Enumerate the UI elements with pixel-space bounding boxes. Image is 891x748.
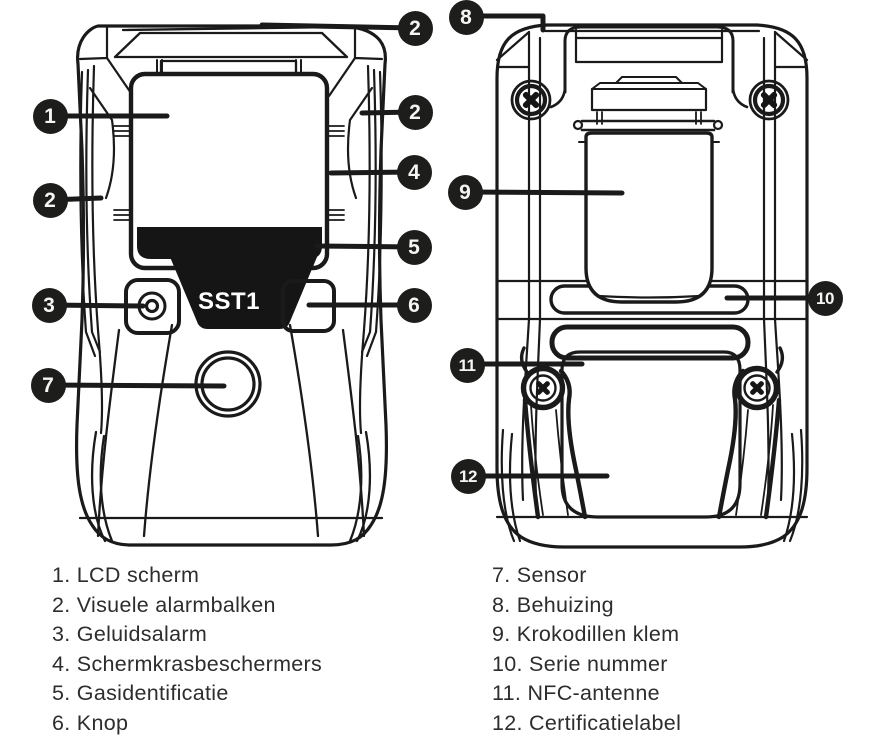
device-model-label: SST1 <box>198 288 260 315</box>
screen-top-tabs <box>156 59 302 73</box>
legend-item-5: 5. Gasidentificatie <box>52 681 229 706</box>
legend-item-10: 10. Serie nummer <box>492 651 668 676</box>
nfc-antenna-area <box>549 324 751 361</box>
front-device-drawing: SST1 <box>75 24 388 547</box>
legend-item-8: 8. Behuizing <box>492 592 614 617</box>
back-device-drawing <box>495 23 809 549</box>
phillips-screw-icon <box>734 365 780 411</box>
callout-6-badge: 6 <box>396 287 432 323</box>
callout-5-badge: 5 <box>396 229 432 265</box>
legend-item-7: 7. Sensor <box>492 563 587 587</box>
phillips-screw-icon <box>748 79 790 121</box>
callout-2-left-badge: 2 <box>32 182 68 218</box>
side-alarm-bar-right <box>346 64 383 435</box>
line-art: SST1 <box>45 13 828 549</box>
side-alarm-bar-left <box>79 64 116 435</box>
legend-column-right: 7. Sensor 8. Behuizing 9. Krokodillen kl… <box>492 561 681 739</box>
crocodile-clip-icon <box>549 25 749 304</box>
front-lower-creases <box>78 323 384 543</box>
back-shell-contours <box>495 29 809 543</box>
leader-8 <box>463 13 546 33</box>
callout-2-top-badge: 2 <box>397 10 433 46</box>
gas-identification-band <box>137 227 322 329</box>
legend-item-2: 2. Visuele alarmbalken <box>52 592 276 617</box>
callout-11-badge: 11 <box>449 347 485 383</box>
legend-item-9: 9. Krokodillen klem <box>492 622 680 647</box>
callout-9-badge: 9 <box>447 174 483 210</box>
callout-8-badge: 8 <box>448 0 484 35</box>
leader-2-top <box>259 22 418 31</box>
callout-4-badge: 4 <box>396 154 432 190</box>
legend-item-4: 4. Schermkrasbeschermers <box>52 651 323 676</box>
callout-3-badge: 3 <box>31 287 67 323</box>
callout-7-badge: 7 <box>30 367 66 403</box>
legend-item-12: 12. Certificatielabel <box>492 710 682 735</box>
callout-10-badge: 10 <box>807 280 843 316</box>
leader-9 <box>462 189 625 196</box>
legend-column-left: 1. LCD scherm 2. Visuele alarmbalken 3. … <box>52 561 322 739</box>
corner-facets <box>78 25 384 98</box>
callout-12-badge: 12 <box>450 458 486 494</box>
callout-1-badge: 1 <box>32 98 68 134</box>
legend-item-3: 3. Geluidsalarm <box>52 622 208 647</box>
leader-7 <box>45 382 227 389</box>
screw-boss-left <box>519 346 588 520</box>
legend-item-6: 6. Knop <box>52 710 129 735</box>
callout-2-right-badge: 2 <box>397 94 433 130</box>
phillips-screw-icon <box>510 79 552 121</box>
phillips-screw-icon <box>520 365 566 411</box>
legend-item-1: 1. LCD scherm <box>52 563 200 587</box>
legend-item-11: 11. NFC-antenne <box>492 681 660 706</box>
